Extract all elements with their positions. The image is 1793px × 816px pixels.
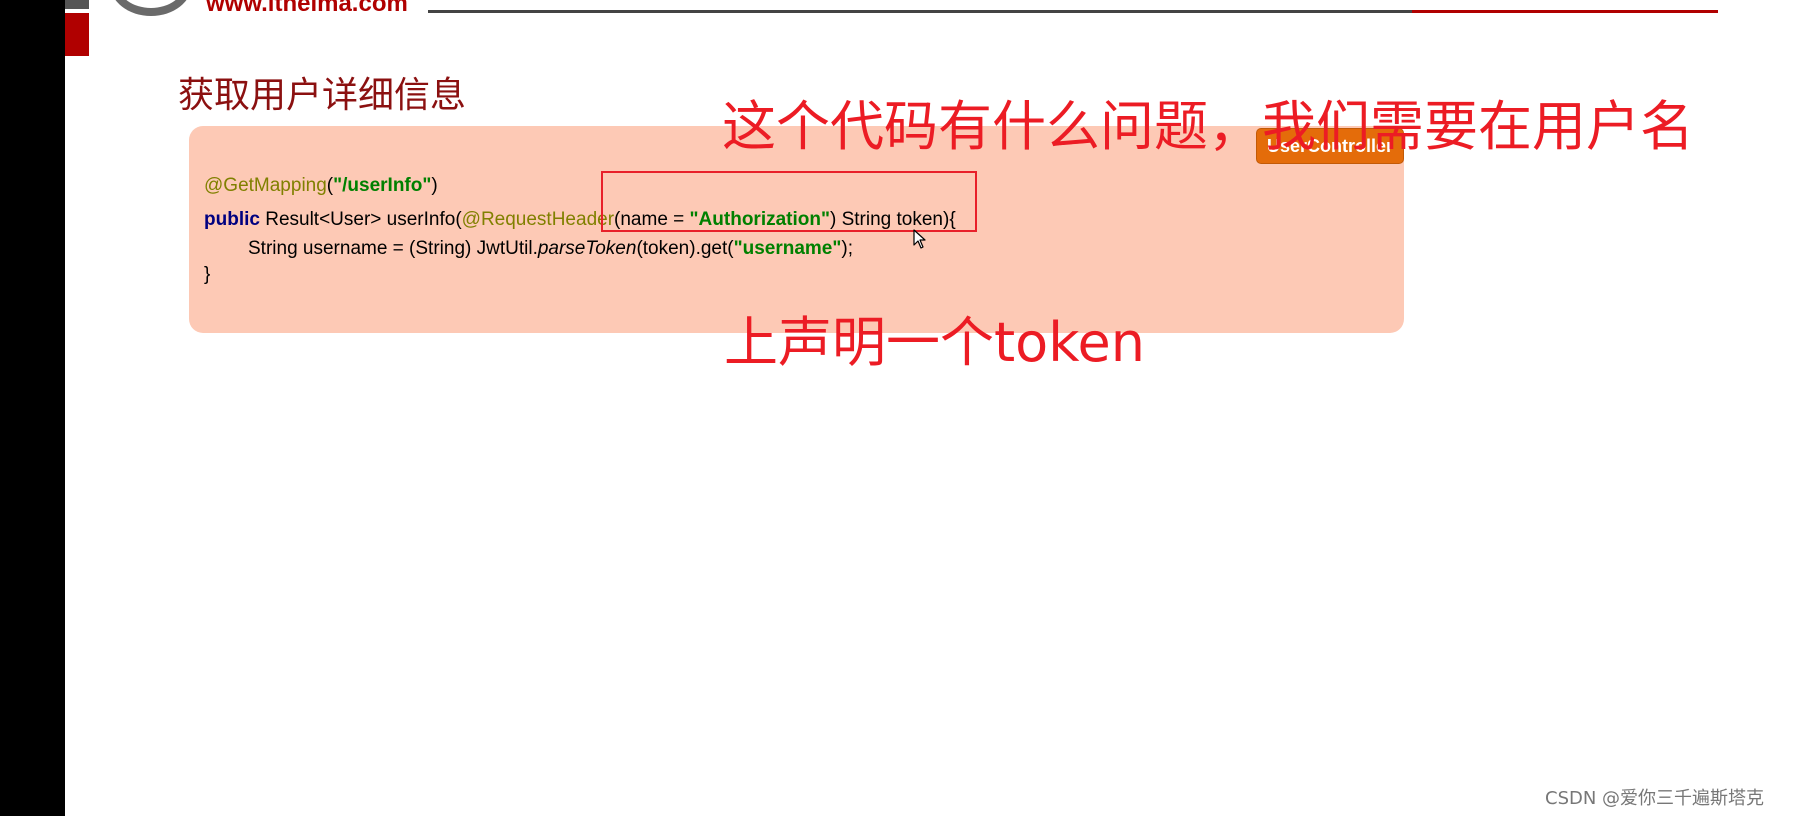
code-text: String username = (String) JwtUtil. [248,238,538,259]
code-text: ) [431,175,438,196]
corner-red-block [65,13,89,56]
code-line-2: public Result<User> userInfo(@RequestHea… [204,209,956,231]
slide-title: 获取用户详细信息 [178,75,467,116]
code-string: "Authorization" [689,209,830,230]
code-text: ) String token){ [830,209,956,230]
code-keyword: public [204,209,260,230]
code-file-tag: UserController [1256,128,1404,164]
code-text: ( [326,175,334,196]
code-annotation: @GetMapping [204,175,327,196]
left-black-strip [0,0,65,816]
code-line-3: String username = (String) JwtUtil.parse… [248,238,853,260]
code-text: (token).get( [636,238,734,259]
code-line-4: } [204,264,211,285]
mouse-cursor-icon [913,229,926,249]
code-text: Result<User> userInfo( [259,209,462,230]
annotation-text-line-1: 这个代码有什么问题，我们需要在用户名 [722,95,1694,158]
logo-url: www.itheima.com [206,0,408,17]
corner-gray-block [65,0,89,9]
code-line-1: @GetMapping("/userInfo") [204,175,438,197]
annotation-highlight-box [601,171,977,232]
code-string: "username" [733,238,842,259]
header-divider [428,10,1718,13]
csdn-watermark: CSDN @爱你三千遍斯塔克 [1545,788,1765,809]
code-annotation: @RequestHeader [461,209,615,230]
code-method: parseToken [537,238,637,259]
code-text: (name = [614,209,690,230]
code-string: "/userInfo" [333,175,432,196]
code-text: ); [841,238,853,259]
annotation-text-line-2: 上声明一个token [724,311,1146,374]
itheima-logo-icon [110,0,192,16]
code-block [189,126,1404,333]
header-divider-accent [1412,10,1718,13]
